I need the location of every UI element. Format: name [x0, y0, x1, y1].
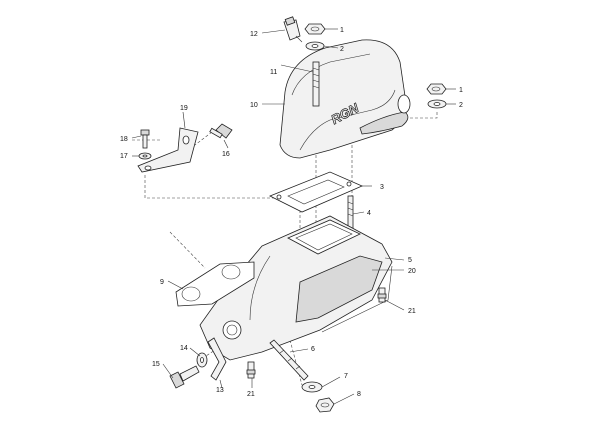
nut-1-right: [426, 83, 447, 95]
callout-15: 15: [152, 361, 160, 368]
callout-8: 8: [357, 391, 361, 398]
callout-21-bottom: 21: [247, 391, 255, 398]
callout-1-top: 1: [340, 27, 344, 34]
callout-3: 3: [380, 184, 384, 191]
callout-17: 17: [120, 153, 128, 160]
callout-13: 13: [216, 387, 224, 394]
callout-19: 19: [180, 105, 188, 112]
bolt-15: [169, 365, 200, 389]
washer-2-right: [427, 99, 447, 109]
callout-14: 14: [180, 345, 188, 352]
washer-2-top: [305, 41, 325, 51]
callout-5: 5: [408, 257, 412, 264]
callout-2-top: 2: [340, 46, 344, 53]
callout-labels: 1 1 2 2 3 4 5 6 7 8 9 10 11 12 13 14 15 …: [120, 27, 463, 398]
callout-4: 4: [367, 210, 371, 217]
bolt-18: [140, 129, 150, 149]
callout-7: 7: [344, 373, 348, 380]
callout-11: 11: [270, 69, 277, 76]
callout-21-right: 21: [408, 308, 416, 315]
gasket-9: [175, 261, 255, 307]
stud-6: [269, 339, 309, 381]
stud-21-right: [377, 287, 387, 303]
nut-8: [315, 397, 335, 413]
pin-13: [207, 337, 227, 381]
callout-10: 10: [250, 102, 258, 109]
callout-2-right: 2: [459, 102, 463, 109]
callout-1-right: 1: [459, 87, 463, 94]
nut-1-top: [304, 23, 326, 35]
callout-18: 18: [120, 136, 128, 143]
exhaust-cover: RGN: [279, 39, 411, 159]
washer-14: [196, 352, 208, 368]
callout-9: 9: [160, 279, 164, 286]
stud-11: [312, 61, 320, 107]
callout-6: 6: [311, 346, 315, 353]
callout-16: 16: [222, 151, 230, 158]
sensor-12: [283, 16, 303, 43]
callout-20: 20: [408, 268, 416, 275]
callout-12: 12: [250, 31, 258, 38]
washer-17: [138, 152, 152, 160]
washer-7: [301, 381, 323, 393]
stud-21-bottom: [246, 361, 256, 379]
bolt-16: [209, 123, 233, 139]
bracket-19: [137, 127, 199, 173]
leader-lines: [131, 28, 456, 405]
manifold-body: [199, 215, 393, 361]
